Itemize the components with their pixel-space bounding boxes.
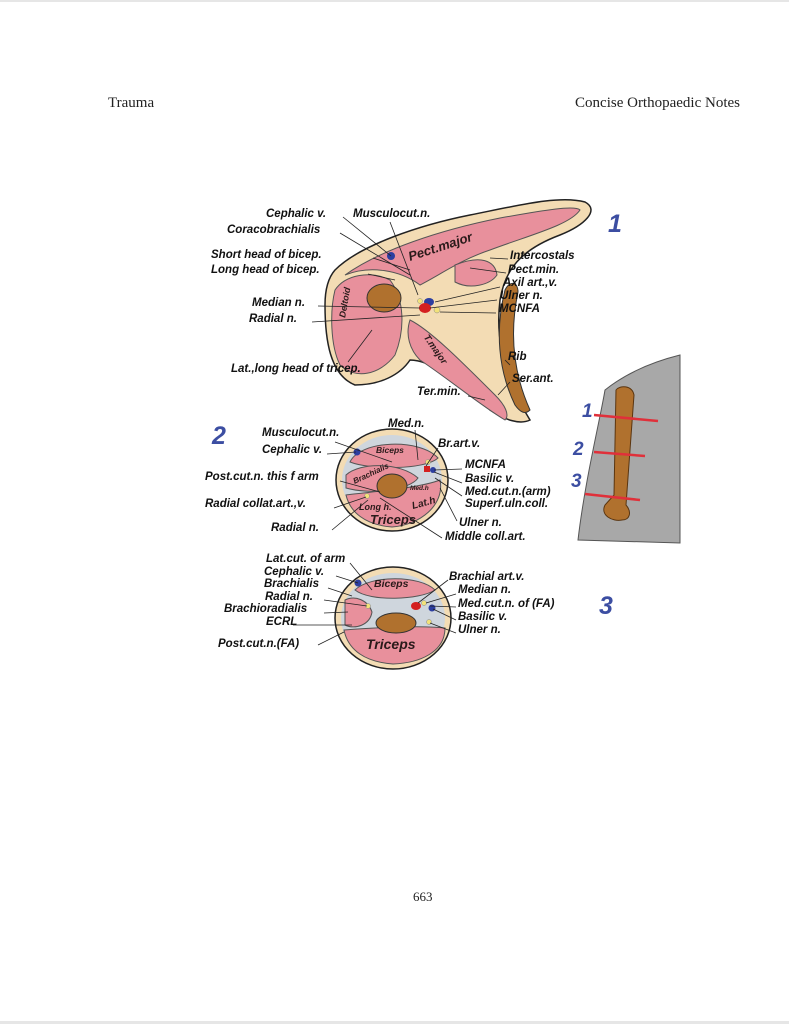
section2-leader-lines [326, 429, 463, 539]
section2-number: 2 [212, 422, 226, 450]
page-number: 663 [413, 889, 433, 904]
label-triceps-2: Triceps [370, 512, 417, 527]
label-cephalic-v-3: Cephalic v. [264, 566, 325, 578]
arm-level-inset [577, 354, 681, 544]
label-triceps-3: Triceps [366, 636, 416, 652]
label-ulner-n: Ulner n. [500, 290, 543, 302]
label-intercostals: Intercostals [510, 250, 575, 262]
label-middle-coll-art: Middle coll.art. [445, 531, 526, 543]
label-mcnfa: MCNFA [499, 303, 540, 315]
label-lat-cut-arm: Lat.cut. of arm [266, 553, 346, 565]
label-radial-collat-art: Radial collat.art.,v. [205, 498, 306, 510]
running-header-right: Concise Orthopaedic Notes [575, 95, 740, 111]
label-med-cut-n-fa: Med.cut.n. of (FA) [458, 598, 555, 610]
label-pect-min: Pect.min. [508, 264, 560, 276]
section3-number: 3 [599, 592, 613, 620]
label-radial-n: Radial n. [249, 313, 297, 325]
label-biceps-3: Biceps [374, 578, 409, 590]
label-long-h: Long h. [359, 502, 392, 512]
label-musculocut-n: Musculocut.n. [353, 208, 431, 220]
label-brachialis-3: Brachialis [264, 578, 319, 590]
label-med-cut-n-arm: Med.cut.n.(arm) [465, 486, 551, 498]
section1-leader-lines [311, 216, 511, 401]
label-long-head-bicep: Long head of bicep. [211, 264, 320, 276]
section1-axilla-cross-section [324, 198, 592, 423]
section3-leader-lines [293, 562, 457, 646]
label-ser-ant: Ser.ant. [512, 373, 554, 385]
label-lat-long-head-tricep: Lat.,long head of tricep. [231, 363, 361, 375]
label-post-cut-n-fa: Post.cut.n.(FA) [218, 638, 300, 650]
page-top-edge [0, 0, 789, 2]
page-bottom-edge [0, 1021, 789, 1024]
label-median-n: Median n. [252, 297, 306, 309]
label-med-h: Med.h [410, 485, 429, 492]
label-short-head-bicep: Short head of bicep. [211, 249, 322, 261]
label-ulner-n-2: Ulner n. [459, 517, 502, 529]
label-ter-min: Ter.min. [417, 386, 461, 398]
label-cephalic-v-2: Cephalic v. [262, 444, 323, 456]
label-coracobrachialis: Coracobrachialis [227, 224, 321, 236]
label-brachioradialis: Brachioradialis [224, 603, 308, 615]
running-header-left: Trauma [108, 95, 155, 111]
inset-level-3: 3 [571, 471, 582, 492]
label-musculocut-n-2: Musculocut.n. [262, 427, 340, 439]
label-ulner-n-3: Ulner n. [458, 624, 501, 636]
label-radial-n-3: Radial n. [265, 591, 313, 603]
label-median-n-3: Median n. [458, 584, 512, 596]
label-radial-n-2: Radial n. [271, 522, 319, 534]
label-superf-uln-coll: Superf.uln.coll. [465, 498, 549, 510]
label-basilic-v: Basilic v. [465, 473, 515, 485]
label-mcnfa-2: MCNFA [465, 459, 506, 471]
section2-midarm-cross-section [335, 428, 449, 532]
inset-level-2: 2 [573, 439, 584, 460]
label-ecrl: ECRL [266, 616, 298, 628]
label-post-cut-n: Post.cut.n. this f arm [205, 471, 319, 483]
label-rib: Rib [508, 351, 527, 363]
section3-distal-arm-cross-section [334, 566, 452, 670]
label-brachial-art-v: Brachial art.v. [449, 571, 525, 583]
label-br-art-v: Br.art.v. [438, 438, 481, 450]
inset-level-1: 1 [582, 401, 593, 422]
label-cephalic-v: Cephalic v. [266, 208, 327, 220]
section1-number: 1 [608, 210, 622, 238]
label-med-n: Med.n. [388, 418, 425, 430]
label-basilic-v-3: Basilic v. [458, 611, 508, 623]
label-biceps-2: Biceps [376, 445, 404, 455]
label-axil-art-v: Axil art.,v. [503, 277, 558, 289]
